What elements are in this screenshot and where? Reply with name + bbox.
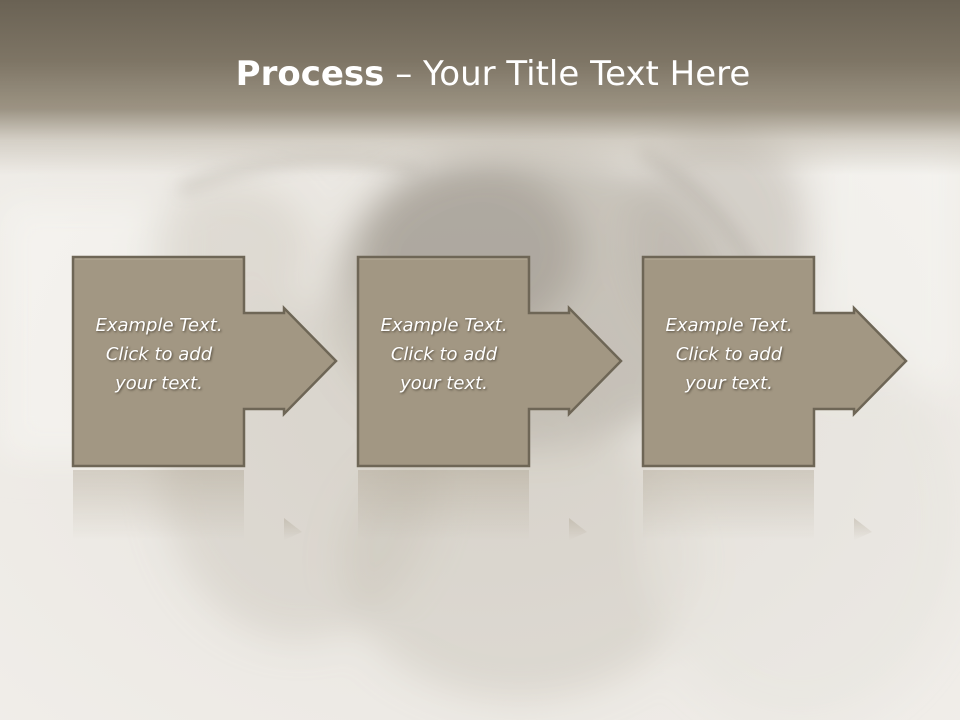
process-step-1[interactable]: Example Text. Click to add your text. [71, 255, 340, 468]
step-reflection [643, 470, 872, 540]
title-separator: – [384, 54, 424, 94]
arrow-box-shape [641, 255, 908, 468]
slide-title[interactable]: Process – Your Title Text Here [0, 52, 960, 96]
title-bar [0, 0, 960, 175]
step-text[interactable]: Example Text. Click to add your text. [665, 315, 793, 394]
title-strong: Process [235, 54, 385, 94]
arrow-box-shape [356, 255, 623, 468]
step-reflection [358, 470, 587, 540]
arrow-box-shape [71, 255, 338, 468]
process-step-3[interactable]: Example Text. Click to add your text. [641, 255, 910, 468]
step-reflection [73, 470, 302, 540]
title-rest: Your Title Text Here [423, 54, 751, 94]
step-text[interactable]: Example Text. Click to add your text. [95, 315, 223, 394]
step-text[interactable]: Example Text. Click to add your text. [380, 315, 508, 394]
process-step-2[interactable]: Example Text. Click to add your text. [356, 255, 625, 468]
